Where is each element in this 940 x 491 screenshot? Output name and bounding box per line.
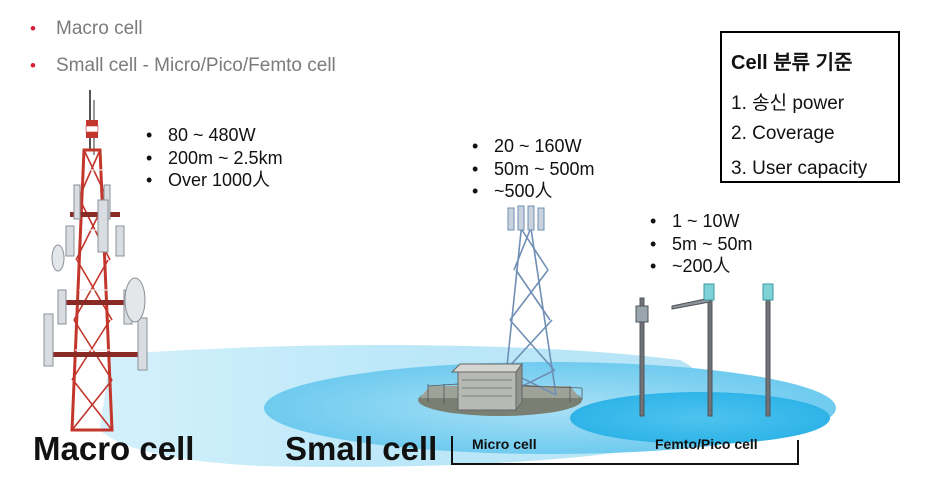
criteria-title: Cell 분류 기준	[731, 52, 853, 74]
street-pole-icon	[635, 283, 774, 417]
spec-line: •200m ~ 2.5km	[146, 147, 283, 168]
criteria-item: 1. 송신 power	[731, 93, 845, 114]
femto-coverage-area	[570, 392, 830, 444]
top-bullet-small: •Small cell - Micro/Pico/Femto cell	[30, 55, 336, 76]
small-cell-bracket	[451, 436, 799, 465]
macro-cell-label: Macro cell	[33, 430, 195, 467]
femto-pico-cell-label: Femto/Pico cell	[655, 436, 758, 452]
micro-base-station	[418, 205, 583, 416]
macro-tower-icon	[43, 90, 148, 432]
small-cell-label: Small cell	[285, 430, 438, 467]
top-bullet-macro: •Macro cell	[30, 18, 143, 39]
spec-line: •5m ~ 50m	[650, 233, 753, 254]
spec-line: •Over 1000人	[146, 170, 271, 190]
spec-line: •1 ~ 10W	[650, 211, 740, 231]
spec-line: •80 ~ 480W	[146, 125, 256, 145]
bullet-dot: •	[30, 56, 36, 75]
macro-specs: •80 ~ 480W •200m ~ 2.5km •Over 1000人	[146, 124, 283, 192]
cell-criteria-box: Cell 분류 기준 1. 송신 power 2. Coverage 3. Us…	[720, 31, 900, 183]
spec-line: •20 ~ 160W	[472, 136, 582, 156]
equipment-shelter-icon	[450, 362, 523, 412]
spec-line: •50m ~ 500m	[472, 158, 595, 179]
criteria-item: 3. User capacity	[731, 158, 868, 179]
micro-cell-label: Micro cell	[472, 436, 537, 452]
criteria-item: 2. Coverage	[731, 123, 835, 144]
spec-line: •~200人	[650, 256, 731, 276]
micro-specs: •20 ~ 160W •50m ~ 500m •~500人	[472, 135, 595, 203]
bullet-dot: •	[30, 19, 36, 38]
spec-line: •~500人	[472, 181, 553, 201]
femto-specs: •1 ~ 10W •5m ~ 50m •~200人	[650, 210, 753, 278]
